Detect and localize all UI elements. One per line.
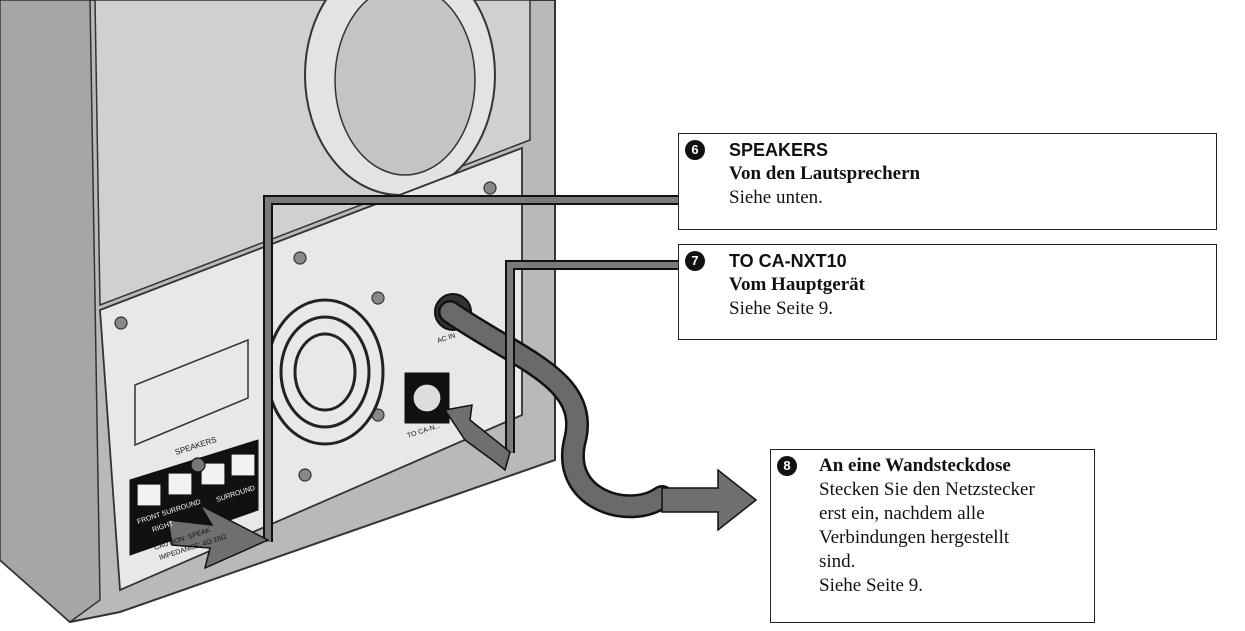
cabinet-left-edge	[0, 0, 101, 623]
callout-wall-outlet-line-2: erst ein, nachdem alle	[819, 503, 985, 524]
callout-speakers-body: Siehe unten.	[729, 187, 823, 208]
callout-wall-outlet-line-1: Stecken Sie den Netzstecker	[819, 479, 1035, 500]
callout-to-ca-nxt10: 7 TO CA-NXT10 Vom Hauptgerät Siehe Seite…	[678, 244, 1217, 340]
callout-to-ca-body: Siehe Seite 9.	[729, 298, 833, 319]
callout-to-ca-subheading: Vom Hauptgerät	[729, 274, 865, 295]
callout-wall-outlet: 8 An eine Wandsteckdose Stecken Sie den …	[770, 449, 1095, 623]
screw-group	[114, 181, 497, 541]
callout-wall-outlet-line-3: Verbindungen hergestellt	[819, 527, 1010, 548]
callout-speakers-subheading: Von den Lautsprechern	[729, 163, 921, 184]
callout-wall-outlet-line-4: sind.	[819, 551, 856, 572]
label-plate	[134, 338, 249, 447]
din-socket-face	[412, 383, 442, 413]
callout-speakers-heading: SPEAKERS	[729, 140, 829, 160]
arrow-to-din-socket	[443, 404, 511, 472]
callout-number-6: 6	[685, 140, 705, 160]
callout-wall-outlet-line-5: Siehe Seite 9.	[819, 575, 923, 596]
connection-lines-fill	[265, 197, 678, 542]
callout-wall-outlet-heading: An eine Wandsteckdose	[819, 455, 1011, 476]
callout-number-7: 7	[685, 251, 705, 271]
terminal-screw	[190, 457, 206, 473]
arrow-to-speaker-terminals	[167, 503, 270, 570]
callout-number-8: 8	[777, 456, 797, 476]
port-inner-ring	[334, 0, 476, 176]
arrow-to-wall-outlet	[661, 468, 758, 532]
speaker-terminals	[136, 453, 256, 507]
speaker-terminal-block	[129, 439, 259, 556]
callout-speakers: 6 SPEAKERS Von den Lautsprechern Siehe u…	[678, 133, 1217, 230]
callout-to-ca-heading: TO CA-NXT10	[729, 251, 847, 271]
